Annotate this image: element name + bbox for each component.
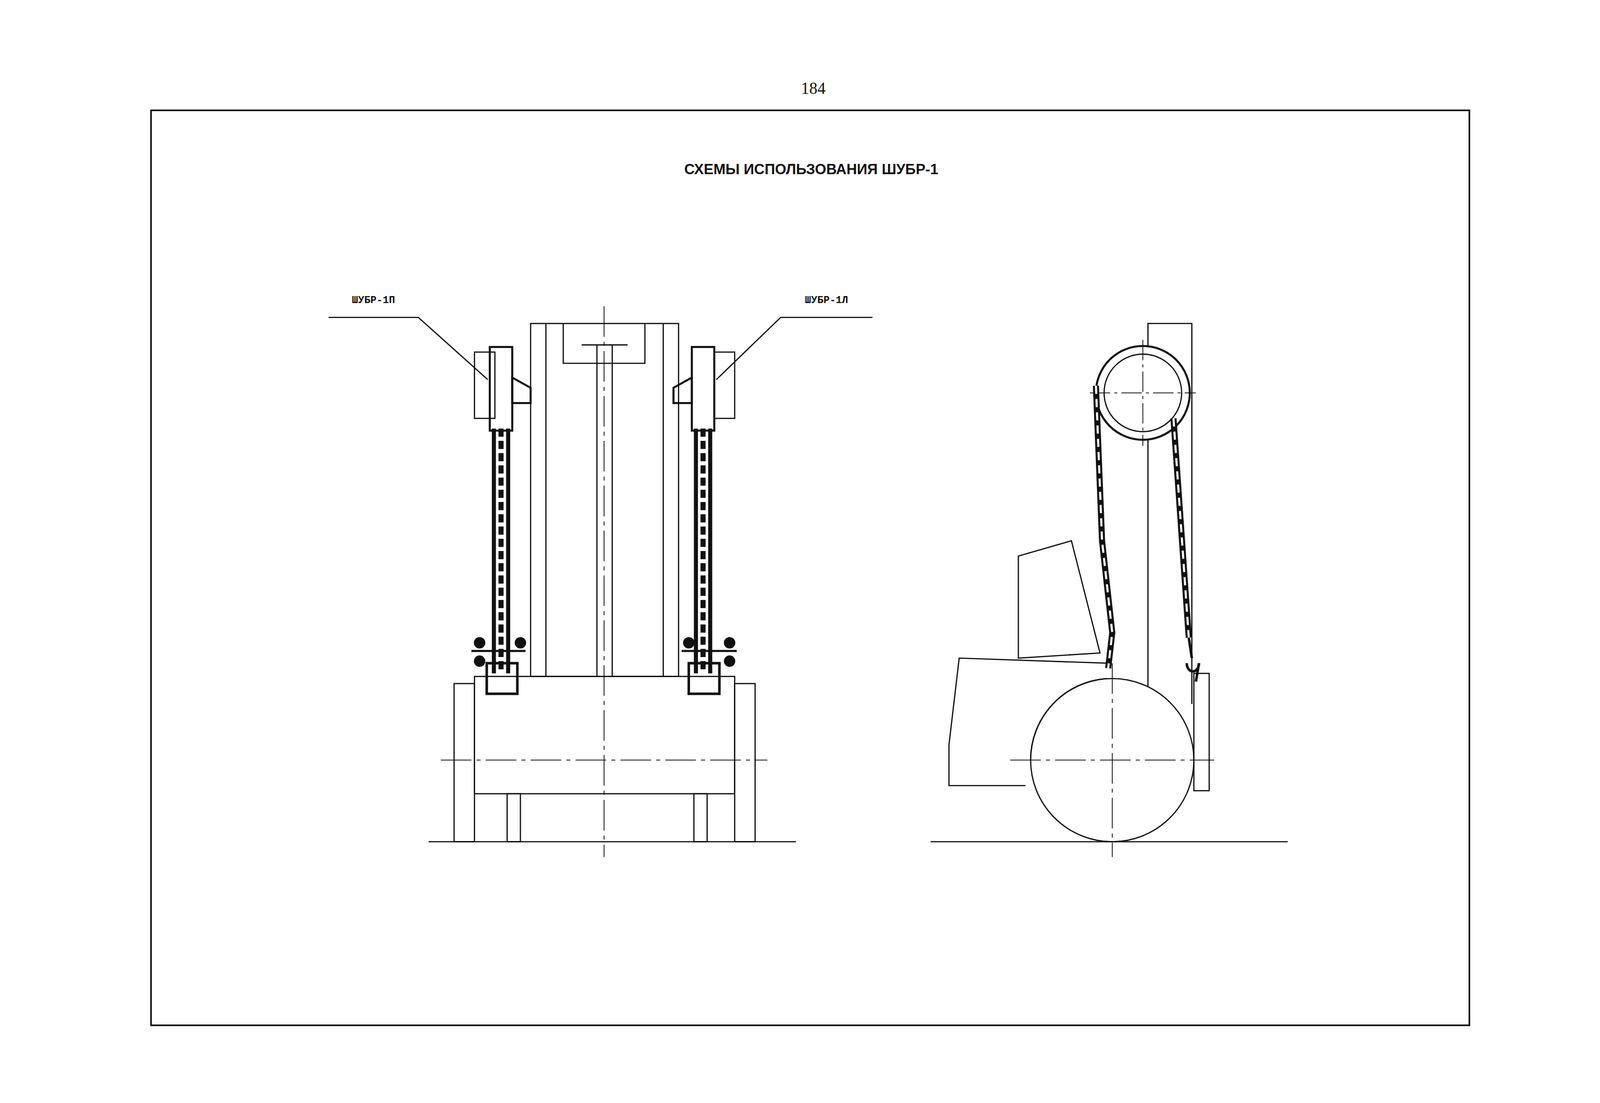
part-label: ШУБР-1П [351, 294, 395, 307]
page-title: СХЕМЫ ИСПОЛЬЗОВАНИЯ ШУБР-1 [684, 161, 939, 178]
side-view [930, 323, 1288, 858]
leader-lines [328, 317, 873, 380]
page-number: 184 [801, 79, 826, 99]
frame [150, 110, 1470, 1026]
front-view [428, 306, 796, 858]
part-label: ШУБР-1Л [804, 294, 848, 307]
